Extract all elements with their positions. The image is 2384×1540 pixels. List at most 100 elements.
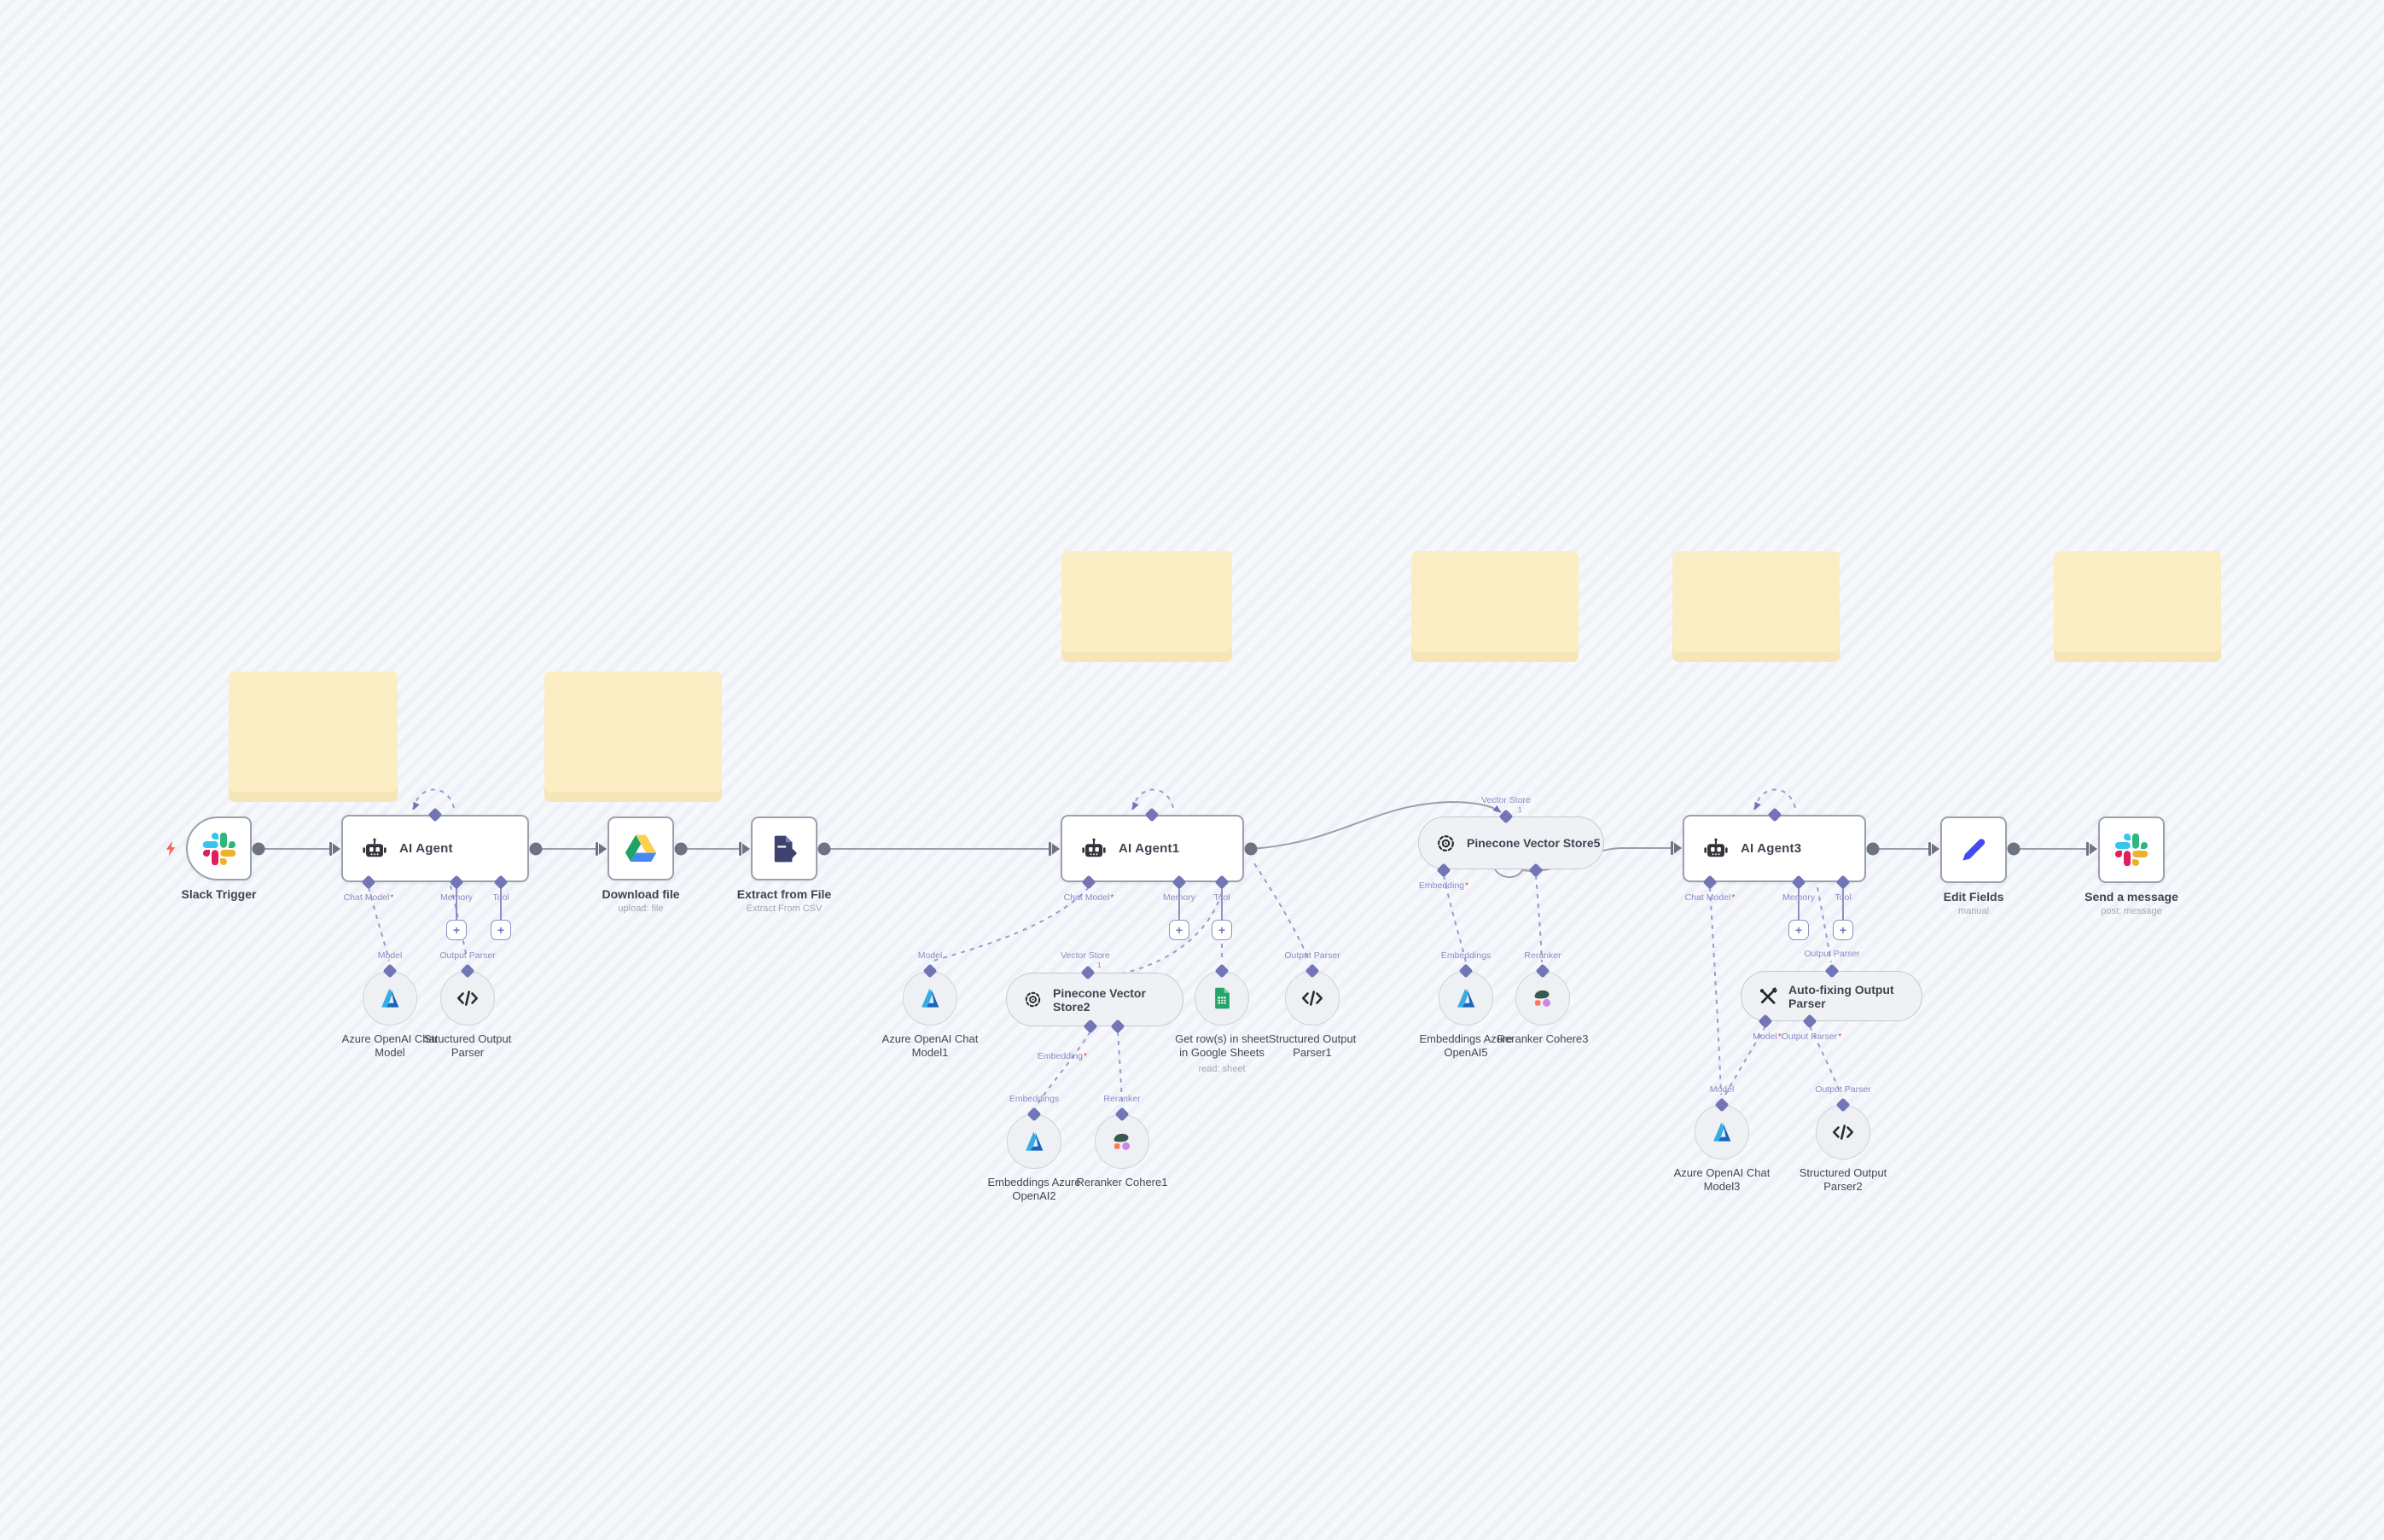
node-ai-agent1[interactable]: AI Agent1 bbox=[1061, 815, 1244, 882]
required-asterisk: * bbox=[390, 892, 394, 903]
node-reranker-cohere1[interactable] bbox=[1095, 1114, 1149, 1169]
required-asterisk: * bbox=[1777, 1032, 1782, 1042]
node-slack-trigger[interactable] bbox=[186, 816, 252, 880]
dashed-connection bbox=[1535, 875, 1543, 963]
pencil-icon bbox=[1958, 834, 1989, 865]
node-pinecone-vector-store2[interactable]: Pinecone Vector Store2 bbox=[1006, 973, 1183, 1026]
connector-label: Output Parser bbox=[1804, 949, 1859, 959]
connector-label: Vector Store bbox=[1061, 950, 1110, 961]
cohere-icon bbox=[1109, 1129, 1135, 1154]
connector-label-text: Chat Model bbox=[1684, 892, 1731, 903]
output-endpoint[interactable] bbox=[252, 842, 265, 856]
lightning-icon bbox=[162, 840, 180, 862]
node-label: Send a message bbox=[2085, 890, 2178, 904]
connector-label-text: Vector Store bbox=[1481, 795, 1531, 805]
node-extract-from-file[interactable] bbox=[751, 816, 817, 880]
add-connection-button[interactable]: + bbox=[1833, 920, 1853, 940]
node-ai-agent3[interactable]: AI Agent3 bbox=[1683, 815, 1866, 882]
node-edit-fields[interactable] bbox=[1940, 816, 2007, 883]
connection-arrowhead bbox=[1132, 801, 1139, 811]
output-endpoint[interactable] bbox=[529, 842, 543, 856]
connector-label: Tool bbox=[492, 892, 509, 903]
add-connection-button[interactable]: + bbox=[1212, 920, 1232, 940]
connector-label: Memory bbox=[1163, 892, 1195, 903]
connector-label: Output Parser bbox=[1815, 1084, 1871, 1095]
node-label-line: Azure OpenAI Chat bbox=[881, 1032, 979, 1045]
node-embeddings-azure-openai5[interactable] bbox=[1439, 971, 1493, 1026]
add-connection-button[interactable]: + bbox=[1169, 920, 1189, 940]
add-connection-button[interactable]: + bbox=[446, 920, 467, 940]
sticky-note[interactable] bbox=[229, 671, 398, 802]
add-connection-button[interactable]: + bbox=[1788, 920, 1809, 940]
node-subtitle: manual bbox=[1957, 906, 1990, 916]
node-title: AI Agent1 bbox=[1119, 841, 1180, 856]
dashed-connection bbox=[412, 788, 455, 811]
connector-label-text: Output Parser bbox=[1781, 1032, 1838, 1042]
output-endpoint[interactable] bbox=[817, 842, 831, 856]
node-get-rows-google-sheets[interactable] bbox=[1195, 971, 1249, 1026]
node-embeddings-azure-openai2[interactable] bbox=[1007, 1114, 1061, 1169]
output-endpoint[interactable] bbox=[2007, 842, 2021, 856]
node-label: Slack Trigger bbox=[181, 887, 257, 901]
node-label-line: Model bbox=[375, 1046, 405, 1059]
node-azure-openai-chat-model1[interactable] bbox=[903, 971, 957, 1026]
connector-label: Vector Store bbox=[1481, 795, 1531, 805]
azure-icon bbox=[377, 985, 403, 1011]
connector-label-text: Memory bbox=[440, 892, 473, 903]
node-label-line: OpenAI2 bbox=[1012, 1189, 1056, 1202]
node-structured-output-parser[interactable] bbox=[440, 971, 495, 1026]
node-label-line: Parser2 bbox=[1823, 1180, 1863, 1193]
node-pinecone-vector-store5[interactable]: Pinecone Vector Store5 bbox=[1418, 816, 1604, 869]
connection-count-badge: 1 bbox=[1518, 805, 1522, 814]
sticky-note[interactable] bbox=[2054, 551, 2221, 662]
node-azure-openai-chat-model[interactable] bbox=[363, 971, 417, 1026]
connector-label: Embedding* bbox=[1419, 880, 1468, 891]
input-endpoint-arrow bbox=[596, 842, 607, 856]
node-structured-output-parser1[interactable] bbox=[1285, 971, 1340, 1026]
node-azure-openai-chat-model3[interactable] bbox=[1695, 1105, 1749, 1159]
node-ai-agent[interactable]: AI Agent bbox=[341, 815, 529, 882]
node-reranker-cohere3[interactable] bbox=[1515, 971, 1570, 1026]
sticky-note[interactable] bbox=[1411, 551, 1579, 662]
node-title: AI Agent bbox=[399, 841, 453, 856]
node-structured-output-parser2[interactable] bbox=[1816, 1105, 1870, 1159]
connector-label-text: Embedding bbox=[1418, 880, 1465, 891]
connector-label-text: Tool bbox=[492, 892, 509, 903]
node-label-line: Structured Output bbox=[1268, 1032, 1357, 1045]
output-endpoint[interactable] bbox=[674, 842, 688, 856]
sticky-note[interactable] bbox=[1672, 551, 1840, 662]
sticky-note[interactable] bbox=[544, 671, 722, 802]
azure-icon bbox=[1709, 1119, 1735, 1145]
file-extract-icon bbox=[768, 833, 800, 865]
node-label-line: Reranker Cohere1 bbox=[1076, 1176, 1168, 1188]
node-download-file[interactable] bbox=[608, 816, 674, 880]
connector-label: Output Parser bbox=[439, 950, 496, 961]
connector-label-text: Memory bbox=[1782, 892, 1815, 903]
add-connection-button[interactable]: + bbox=[491, 920, 511, 940]
output-endpoint[interactable] bbox=[1244, 842, 1258, 856]
connector-label: Memory bbox=[1782, 892, 1815, 903]
connector-label: Chat Model* bbox=[1064, 892, 1114, 903]
node-label-line: Embeddings Azure bbox=[1419, 1032, 1513, 1045]
node-send-a-message[interactable] bbox=[2098, 816, 2165, 883]
output-endpoint[interactable] bbox=[1866, 842, 1880, 856]
connection-count-badge: 1 bbox=[1097, 961, 1102, 969]
connector-label: Model bbox=[377, 950, 403, 961]
node-title: AI Agent3 bbox=[1741, 841, 1802, 856]
sticky-note[interactable] bbox=[1061, 551, 1232, 662]
connector-label: Chat Model* bbox=[344, 892, 394, 903]
required-asterisk: * bbox=[1465, 880, 1469, 891]
node-label: Reranker Cohere1 bbox=[1077, 1176, 1168, 1189]
slack-icon bbox=[2115, 834, 2148, 866]
dashed-connection bbox=[1253, 863, 1310, 962]
connector-label: Reranker bbox=[1524, 950, 1561, 961]
azure-icon bbox=[917, 985, 943, 1011]
